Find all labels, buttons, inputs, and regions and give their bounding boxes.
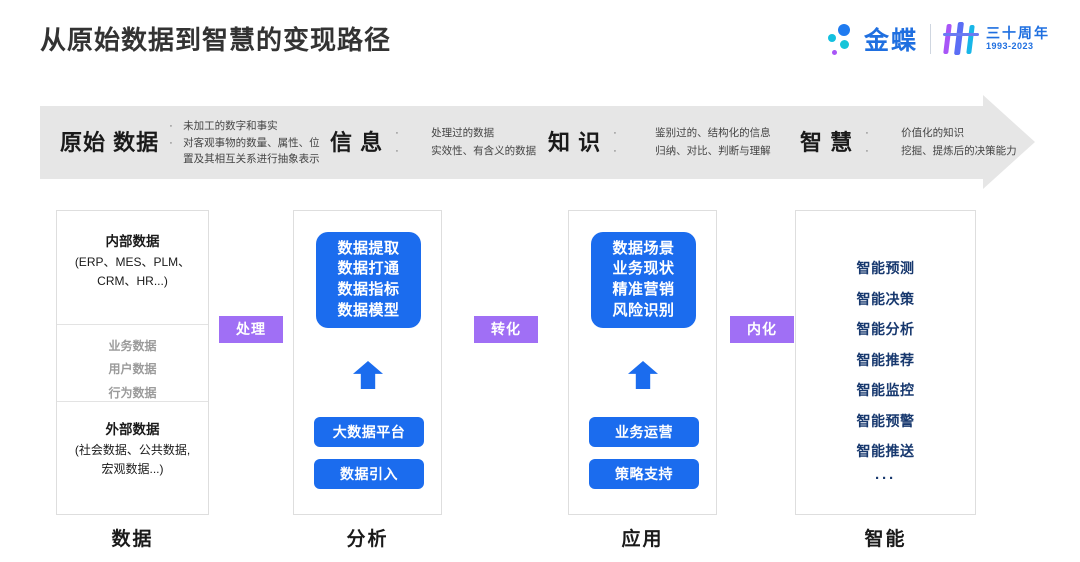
connector-label: 转化 xyxy=(474,316,538,343)
bullet-dot-icon: · xyxy=(865,127,869,140)
connector-label: 处理 xyxy=(219,316,283,343)
logo-divider xyxy=(930,24,931,54)
pill-data-ingest: 数据引入 xyxy=(314,459,424,489)
card-application: 数据场景 业务现状 精准营销 风险识别 业务运营 策略支持 xyxy=(568,210,717,515)
up-arrow-icon xyxy=(353,361,383,389)
data-type-list: 业务数据 用户数据 行为数据 xyxy=(57,335,208,405)
pill-strategy-support: 策略支持 xyxy=(589,459,699,489)
footer-label-data: 数据 xyxy=(111,529,154,550)
stage-bullet: 未加工的数字和事实 xyxy=(183,119,278,132)
list-item: 智能决策 xyxy=(856,290,915,307)
banner-stage-raw-data: 原始 数据 · 未加工的数字和事实 · 对客观事物的数量、属性、位 置及其相互关系进… xyxy=(60,106,320,179)
list-item: 智能预测 xyxy=(856,260,915,276)
stage-bullet: 处理过的数据 xyxy=(431,127,495,140)
connector-label: 内化 xyxy=(730,316,794,343)
pill-bigdata-platform: 大数据平台 xyxy=(314,417,424,447)
list-item: 智能推送 xyxy=(856,443,915,460)
intelligence-list: 智能预测 智能决策 智能分析 智能推荐 智能监控 智能预警 智能推送 ··· xyxy=(796,253,975,491)
external-data-block: 外部数据 (社会数据、公共数据, 宏观数据...) xyxy=(57,419,208,480)
footer-label-intelligence: 智能 xyxy=(864,529,907,550)
anniversary-mark-icon xyxy=(943,22,979,56)
stage-name: 知 识 xyxy=(548,129,602,155)
list-item: 智能推荐 xyxy=(856,351,915,368)
analysis-capability-box: 数据提取 数据打通 数据指标 数据模型 xyxy=(316,232,421,328)
footer-label-analysis: 分析 xyxy=(346,529,389,550)
application-scenario-box: 数据场景 业务现状 精准营销 风险识别 xyxy=(591,232,696,328)
bullet-dot-icon: · xyxy=(169,119,173,132)
list-item: 行为数据 xyxy=(108,385,157,400)
banner-stage-wisdom: 智 慧 · 价值化的知识 · 挖掘、提炼后的决策能力 xyxy=(800,106,1017,179)
internal-data-title: 内部数据 xyxy=(105,234,160,249)
internal-data-sub: (ERP、MES、PLM、 CRM、HR...) xyxy=(74,254,191,289)
bullet-dot-icon: · xyxy=(395,144,399,157)
footer-label-application: 应用 xyxy=(621,529,664,550)
external-data-title: 外部数据 xyxy=(105,422,160,437)
page-title: 从原始数据到智慧的变现路径 xyxy=(40,25,392,55)
connector-transform: 转化 xyxy=(474,316,538,343)
bullet-dot-icon: · xyxy=(395,127,399,140)
box-item: 数据指标 xyxy=(337,281,400,298)
box-item: 数据场景 xyxy=(612,239,675,257)
box-item: 数据提取 xyxy=(337,239,400,257)
maturity-banner-arrow: 原始 数据 · 未加工的数字和事实 · 对客观事物的数量、属性、位 置及其相互关系进… xyxy=(40,95,1035,189)
list-item: 用户数据 xyxy=(108,362,157,377)
external-data-sub: (社会数据、公共数据, 宏观数据...) xyxy=(74,442,191,477)
stage-bullet: 价值化的知识 xyxy=(901,127,965,140)
box-item: 风险识别 xyxy=(612,301,675,319)
anniversary-label: 三十周年 xyxy=(986,24,1050,41)
stage-bullet: 鉴别过的、结构化的信息 xyxy=(655,127,771,140)
connector-internalize: 内化 xyxy=(730,316,794,343)
box-item: 精准营销 xyxy=(612,281,675,298)
card-divider xyxy=(57,401,208,402)
list-item: 智能预警 xyxy=(856,412,915,429)
bullet-dot-icon: · xyxy=(865,144,869,157)
card-intelligence: 智能预测 智能决策 智能分析 智能推荐 智能监控 智能预警 智能推送 ··· xyxy=(795,210,976,515)
stage-bullet: 实效性、有含义的数据 xyxy=(431,144,537,157)
bullet-dot-icon: · xyxy=(169,136,173,149)
list-item: 智能分析 xyxy=(856,321,915,338)
box-item: 数据打通 xyxy=(337,260,400,278)
anniversary-text: 三十周年 1993-2023 xyxy=(986,24,1050,52)
stage-name: 原始 数据 xyxy=(60,129,160,155)
banner-stage-information: 信 息 · 处理过的数据 · 实效性、有含义的数据 xyxy=(330,106,536,179)
card-divider xyxy=(57,324,208,325)
kingdee-logo: 金蝶 三十周年 1993-2023 xyxy=(826,18,1050,60)
stage-bullet: 挖掘、提炼后的决策能力 xyxy=(901,144,1017,157)
card-analysis: 数据提取 数据打通 数据指标 数据模型 大数据平台 数据引入 xyxy=(293,210,442,515)
banner-stage-knowledge: 知 识 · 鉴别过的、结构化的信息 · 归纳、对比、判断与理解 xyxy=(548,106,771,179)
box-item: 数据模型 xyxy=(337,301,400,319)
box-item: 业务现状 xyxy=(612,260,675,278)
stage-bullet: 对客观事物的数量、属性、位 置及其相互关系进行抽象表示 xyxy=(183,136,320,166)
connector-processing: 处理 xyxy=(219,316,283,343)
logo-dots-icon xyxy=(826,22,860,56)
internal-data-block: 内部数据 (ERP、MES、PLM、 CRM、HR...) xyxy=(57,231,208,292)
anniversary-years: 1993-2023 xyxy=(986,41,1034,52)
list-item: 智能监控 xyxy=(856,382,915,399)
brand-name: 金蝶 xyxy=(863,27,918,55)
bullet-dot-icon: · xyxy=(613,127,617,140)
stage-name: 智 慧 xyxy=(800,129,854,155)
stage-bullet: 归纳、对比、判断与理解 xyxy=(655,144,771,157)
list-item: 业务数据 xyxy=(108,339,157,353)
up-arrow-icon xyxy=(628,361,658,389)
bullet-dot-icon: · xyxy=(613,144,617,157)
card-data: 内部数据 (ERP、MES、PLM、 CRM、HR...) 业务数据 用户数据 … xyxy=(56,210,209,515)
pill-business-operations: 业务运营 xyxy=(589,417,699,447)
ellipsis-indicator: ··· xyxy=(875,469,896,487)
stage-name: 信 息 xyxy=(330,129,384,155)
